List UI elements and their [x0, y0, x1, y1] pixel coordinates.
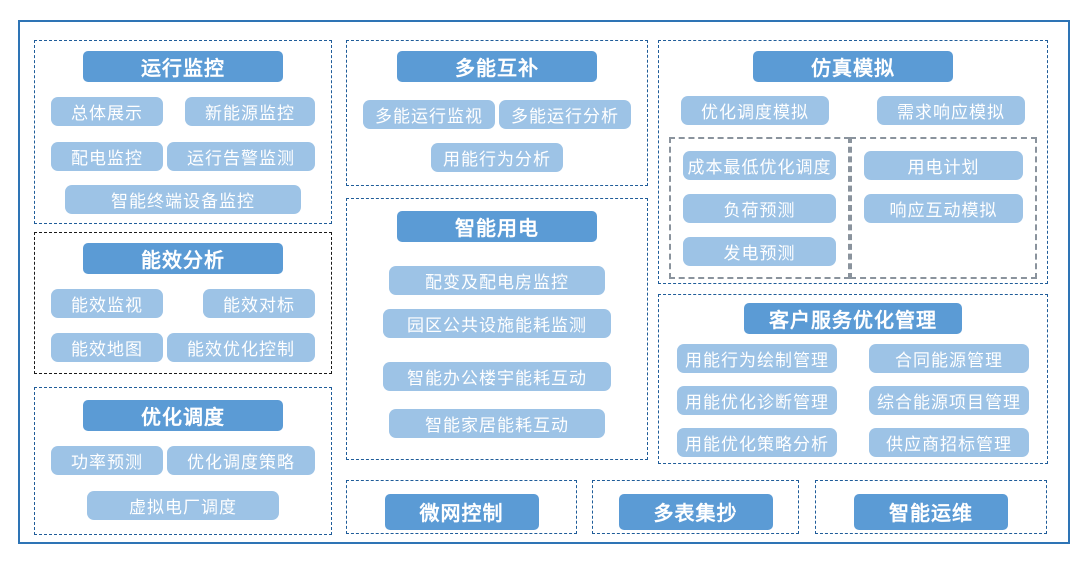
feature-min-cost-dispatch[interactable]: 成本最低优化调度: [683, 151, 836, 180]
customer-service-right-column: 合同能源管理 综合能源项目管理 供应商招标管理: [869, 344, 1029, 457]
smart-power-use-title[interactable]: 智能用电: [397, 211, 597, 242]
row: 智能终端设备监控: [35, 185, 331, 214]
row: 多能运行监视 多能运行分析: [347, 100, 647, 129]
group-energy-analysis: 能效分析 能效监视 能效对标 能效地图 能效优化控制: [34, 232, 332, 374]
row: 智能家居能耗互动: [347, 409, 647, 438]
group-operation-monitoring: 运行监控 总体展示 新能源监控 配电监控 运行告警监测 智能终端设备监控: [34, 40, 332, 224]
row: 配电监控 运行告警监测: [35, 142, 331, 171]
feature-energy-efficiency-monitoring[interactable]: 能效监视: [51, 289, 163, 318]
feature-energy-efficiency-benchmarking[interactable]: 能效对标: [203, 289, 315, 318]
customer-service-title[interactable]: 客户服务优化管理: [744, 303, 962, 334]
feature-office-building-energy-interaction[interactable]: 智能办公楼宇能耗互动: [383, 362, 611, 391]
row: 配变及配电房监控: [347, 266, 647, 295]
group-smart-power-use: 智能用电 配变及配电房监控 园区公共设施能耗监测 智能办公楼宇能耗互动 智能家居…: [346, 198, 648, 460]
feature-generation-forecast[interactable]: 发电预测: [683, 237, 836, 266]
group-microgrid-control: 微网控制: [346, 480, 577, 534]
group-simulation: 仿真模拟 优化调度模拟 需求响应模拟 成本最低优化调度 负荷预测 发电预测 用电…: [658, 40, 1048, 284]
multi-energy-title[interactable]: 多能互补: [397, 51, 597, 82]
feature-power-use-plan[interactable]: 用电计划: [864, 151, 1023, 180]
feature-transformer-room-monitoring[interactable]: 配变及配电房监控: [389, 266, 605, 295]
feature-overall-display[interactable]: 总体展示: [51, 97, 163, 126]
subgroup-dispatch-simulation: 成本最低优化调度 负荷预测 发电预测: [669, 137, 850, 279]
simulation-subgroups: 成本最低优化调度 负荷预测 发电预测 用电计划 响应互动模拟: [659, 137, 1047, 279]
row: 用能行为分析: [347, 143, 647, 172]
group-smart-operation-maintenance: 智能运维: [815, 480, 1047, 534]
feature-demand-response-simulation[interactable]: 需求响应模拟: [877, 96, 1025, 125]
diagram-frame: 运行监控 总体展示 新能源监控 配电监控 运行告警监测 智能终端设备监控 能效分…: [18, 20, 1070, 544]
subgroup-response-simulation: 用电计划 响应互动模拟: [850, 137, 1037, 279]
feature-new-energy-monitoring[interactable]: 新能源监控: [185, 97, 315, 126]
group-multi-meter-reading: 多表集抄: [592, 480, 799, 534]
multi-meter-reading-title[interactable]: 多表集抄: [618, 493, 773, 530]
group-customer-service: 客户服务优化管理 用能行为绘制管理 用能优化诊断管理 用能优化策略分析 合同能源…: [658, 294, 1048, 464]
feature-distribution-monitoring[interactable]: 配电监控: [51, 142, 163, 171]
feature-energy-optimization-strategy-analysis[interactable]: 用能优化策略分析: [677, 428, 837, 457]
optimal-dispatch-title[interactable]: 优化调度: [83, 400, 283, 431]
simulation-title[interactable]: 仿真模拟: [753, 51, 953, 82]
feature-energy-behavior-profiling-management[interactable]: 用能行为绘制管理: [677, 344, 837, 373]
microgrid-control-title[interactable]: 微网控制: [384, 493, 539, 530]
feature-power-forecast[interactable]: 功率预测: [51, 446, 163, 475]
customer-service-left-column: 用能行为绘制管理 用能优化诊断管理 用能优化策略分析: [677, 344, 837, 457]
feature-dispatch-strategy[interactable]: 优化调度策略: [167, 446, 315, 475]
group-multi-energy: 多能互补 多能运行监视 多能运行分析 用能行为分析: [346, 40, 648, 186]
feature-energy-efficiency-map[interactable]: 能效地图: [51, 333, 163, 362]
row: 园区公共设施能耗监测: [347, 309, 647, 338]
row: 能效地图 能效优化控制: [35, 333, 331, 362]
feature-smart-terminal-device-monitoring[interactable]: 智能终端设备监控: [65, 185, 301, 214]
smart-operation-maintenance-title[interactable]: 智能运维: [854, 493, 1008, 530]
row: 优化调度模拟 需求响应模拟: [659, 96, 1047, 125]
feature-virtual-power-plant-dispatch[interactable]: 虚拟电厂调度: [87, 491, 279, 520]
row: 功率预测 优化调度策略: [35, 446, 331, 475]
feature-supplier-bidding-management[interactable]: 供应商招标管理: [869, 428, 1029, 457]
feature-dispatch-simulation[interactable]: 优化调度模拟: [681, 96, 829, 125]
feature-integrated-energy-project-management[interactable]: 综合能源项目管理: [869, 386, 1029, 415]
energy-analysis-title[interactable]: 能效分析: [83, 243, 283, 274]
feature-energy-optimization-diagnosis-management[interactable]: 用能优化诊断管理: [677, 386, 837, 415]
feature-smart-home-energy-interaction[interactable]: 智能家居能耗互动: [389, 409, 605, 438]
feature-energy-use-behavior-analysis[interactable]: 用能行为分析: [431, 143, 563, 172]
feature-multi-energy-operation-monitoring[interactable]: 多能运行监视: [363, 100, 495, 129]
feature-multi-energy-operation-analysis[interactable]: 多能运行分析: [499, 100, 631, 129]
feature-park-facility-energy-monitoring[interactable]: 园区公共设施能耗监测: [383, 309, 611, 338]
feature-contract-energy-management[interactable]: 合同能源管理: [869, 344, 1029, 373]
row: 虚拟电厂调度: [35, 491, 331, 520]
feature-operation-alarm-monitoring[interactable]: 运行告警监测: [167, 142, 315, 171]
group-optimal-dispatch: 优化调度 功率预测 优化调度策略 虚拟电厂调度: [34, 387, 332, 535]
feature-load-forecast[interactable]: 负荷预测: [683, 194, 836, 223]
feature-energy-efficiency-optimization-control[interactable]: 能效优化控制: [167, 333, 315, 362]
operation-monitoring-title[interactable]: 运行监控: [83, 51, 283, 82]
row: 能效监视 能效对标: [35, 289, 331, 318]
row: 总体展示 新能源监控: [35, 97, 331, 126]
row: 智能办公楼宇能耗互动: [347, 362, 647, 391]
feature-response-interaction-simulation[interactable]: 响应互动模拟: [864, 194, 1023, 223]
customer-service-columns: 用能行为绘制管理 用能优化诊断管理 用能优化策略分析 合同能源管理 综合能源项目…: [659, 344, 1047, 457]
